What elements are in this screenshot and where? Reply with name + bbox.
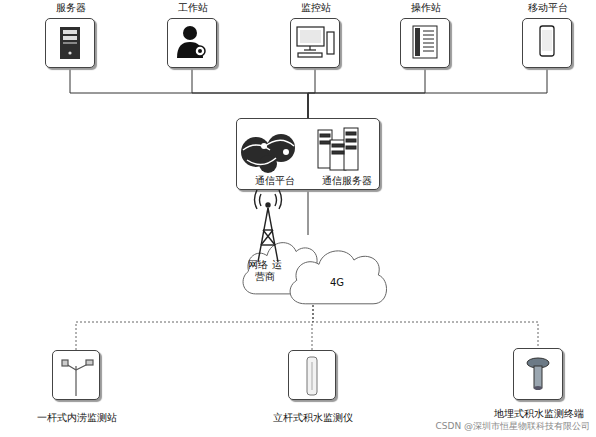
node-label: 一杆式内涝监测站 <box>21 412 133 424</box>
node-label: 监控站 <box>271 2 361 14</box>
node-label: 工作站 <box>148 2 238 14</box>
watermark: CSDN @深圳市恒星物联科技有限公司 <box>435 420 590 433</box>
bus-connector <box>308 68 547 118</box>
node-label: 移动平台 <box>503 2 593 14</box>
terminal-box: 监控站 <box>290 18 340 68</box>
device-box: 一杆式内涝监测站 <box>52 350 100 400</box>
node-label: 网络 运营商 <box>246 259 284 283</box>
node-label: 服务器 <box>26 2 116 14</box>
device-box: 立杆式积水监测仪 <box>288 350 336 400</box>
node-label: 通信服务器 <box>313 175 381 187</box>
bus-connector <box>308 190 309 235</box>
cloud-shape <box>284 243 390 307</box>
dashed-connector <box>313 305 538 348</box>
terminal-box: 服务器 <box>45 18 95 68</box>
dashed-connector <box>312 305 313 350</box>
dashed-connector <box>76 305 313 350</box>
terminal-box: 工作站 <box>167 18 217 68</box>
node-label: 立杆式积水监测仪 <box>257 412 369 424</box>
network-cloud: 4G <box>284 243 390 307</box>
bus-connector <box>70 68 308 118</box>
terminal-box: 移动平台 <box>522 18 572 68</box>
node-label: 地埋式积水监测终端 <box>480 408 596 420</box>
node-label: 操作站 <box>381 2 471 14</box>
node-label: 通信平台 <box>243 175 307 187</box>
node-label: 4G <box>322 277 352 289</box>
terminal-box: 操作站 <box>400 18 450 68</box>
device-box: 地埋式积水监测终端 <box>513 348 563 400</box>
bus-connector <box>192 68 308 118</box>
platform-box: 通信平台通信服务器 <box>236 118 380 190</box>
